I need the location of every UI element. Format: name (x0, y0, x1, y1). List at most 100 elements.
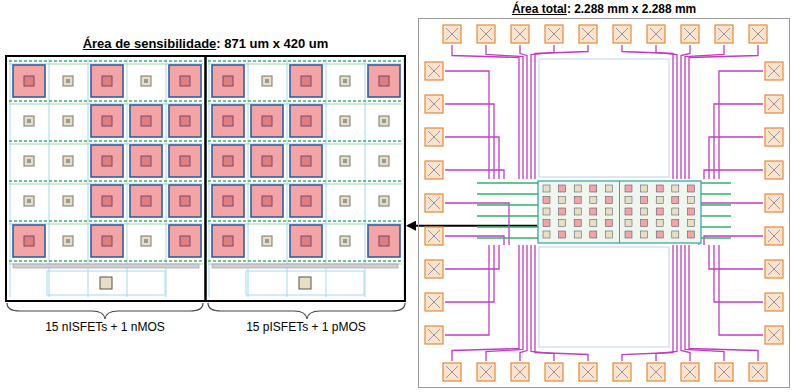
sensor-cell (605, 208, 612, 215)
bond-pad (428, 329, 440, 341)
bond-pad (765, 293, 783, 311)
contact (66, 119, 70, 123)
bond-pad (428, 296, 440, 308)
bond-pad (647, 25, 665, 43)
contact (24, 236, 34, 246)
bond-pad (582, 366, 594, 378)
metal-line (208, 260, 402, 261)
sensor-layout (7, 57, 404, 300)
sensor-cell (625, 185, 632, 192)
contact (27, 119, 31, 123)
sensor-cell (641, 208, 648, 215)
mos-transistor (100, 277, 112, 289)
sensor-cell (543, 231, 550, 238)
wire (685, 245, 724, 361)
bond-pad (752, 366, 764, 378)
wire (689, 245, 758, 361)
open-area (539, 247, 669, 347)
contact (340, 76, 350, 86)
bond-pad (684, 28, 696, 40)
bond-pad (715, 363, 733, 381)
contact (382, 199, 386, 203)
bond-pad (616, 28, 628, 40)
bond-pad (768, 230, 780, 242)
bond-pad (477, 25, 495, 43)
sensor-cell (605, 185, 612, 192)
bond-pad (718, 366, 730, 378)
contact (66, 199, 70, 203)
wire (714, 245, 763, 302)
bond-pad (425, 326, 443, 344)
contact (379, 116, 389, 126)
contact (24, 116, 34, 126)
bond-pad (650, 366, 662, 378)
contact (66, 79, 70, 83)
wire (714, 104, 763, 179)
isfet-gate (91, 65, 123, 97)
sensing-area-box: Área de sensibilidade: 871 um x 420 um (5, 55, 406, 302)
contact (262, 196, 272, 206)
sensor-cell (543, 208, 550, 215)
bond-pad (650, 28, 662, 40)
isfet-gate (251, 185, 283, 217)
sensor-cell (687, 231, 694, 238)
grid-line (88, 59, 89, 297)
contact (301, 76, 311, 86)
contact (301, 196, 311, 206)
sensor-cell (672, 197, 679, 204)
bus (212, 264, 398, 268)
contact (340, 116, 350, 126)
wire (452, 245, 519, 361)
bond-pad (480, 28, 492, 40)
open-area (539, 59, 669, 177)
bond-pad (765, 227, 783, 245)
sensor-cell (672, 220, 679, 227)
contact (343, 199, 347, 203)
contact (144, 239, 148, 243)
sensor-cell (543, 220, 550, 227)
isfet-gate (91, 105, 123, 137)
wire (622, 45, 673, 179)
brace (7, 303, 203, 319)
sensor-cell (641, 220, 648, 227)
sensor-cell (625, 197, 632, 204)
isfet-gate (13, 225, 45, 257)
isfet-gate (169, 105, 201, 137)
bond-pad (446, 28, 458, 40)
bond-pad (425, 128, 443, 146)
contact (144, 79, 148, 83)
wire (445, 245, 489, 335)
bond-pad (428, 131, 440, 143)
sensor-cell (590, 220, 597, 227)
contact (265, 79, 269, 83)
contact (262, 76, 272, 86)
contact (102, 156, 112, 166)
sensor-cell (559, 220, 566, 227)
metal-line (9, 220, 203, 221)
bond-pad (582, 28, 594, 40)
group-label: 15 nISFETs + 1 nMOS (45, 320, 165, 334)
bond-pad (613, 363, 631, 381)
contact (66, 239, 70, 243)
bond-pad (768, 131, 780, 143)
divider (619, 181, 620, 243)
bond-pad (765, 161, 783, 179)
grid-line (404, 59, 405, 297)
contact (180, 196, 190, 206)
bond-pad (428, 197, 440, 209)
contact (340, 156, 350, 166)
bond-pad (684, 366, 696, 378)
isfet-gate (368, 225, 400, 257)
bond-pad (765, 62, 783, 80)
metal-line (9, 140, 203, 141)
sensor-cell (625, 208, 632, 215)
bond-pad (480, 366, 492, 378)
wire (445, 245, 494, 302)
bond-pad (768, 98, 780, 110)
contact (379, 236, 389, 246)
contact (340, 196, 350, 206)
bond-pad (425, 62, 443, 80)
contact (343, 159, 347, 163)
sensor-cell (641, 231, 648, 238)
sensor-cell (574, 208, 581, 215)
